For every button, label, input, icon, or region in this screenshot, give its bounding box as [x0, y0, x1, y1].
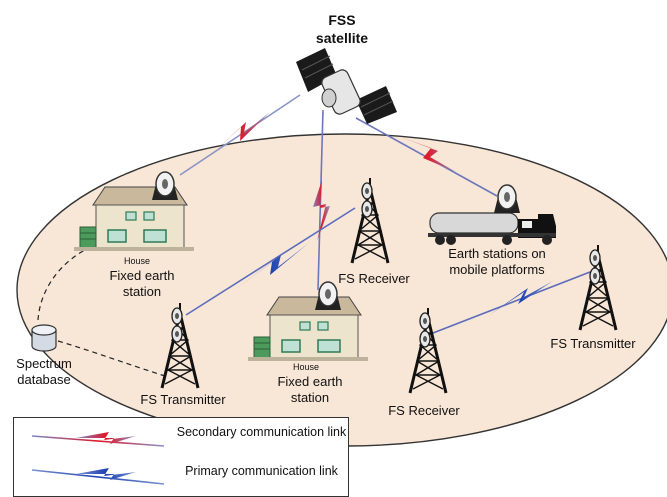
mobile-platform-label: Earth stations on mobile platforms	[448, 246, 546, 277]
spectrum-database-label: Spectrum database	[16, 356, 72, 387]
satellite-icon	[296, 48, 397, 124]
database-links	[37, 244, 166, 377]
primary-link-legend-label: Primary communication link	[185, 464, 338, 478]
fs-transmitter-right-label: FS Transmitter	[550, 336, 636, 351]
fs-transmitter-left-label: FS Transmitter	[140, 392, 226, 407]
spectrum-database-icon	[31, 324, 57, 352]
secondary-bolt-center	[313, 180, 330, 241]
house-1-label: Fixed earth station	[109, 268, 175, 299]
secondary-link-bolts	[211, 112, 456, 241]
primary-link-bolts	[185, 207, 591, 334]
house-2-tag: House	[292, 362, 319, 372]
secondary-link-legend-label: Secondary communication link	[176, 425, 347, 439]
legend: Secondary communication link Primary com…	[13, 417, 349, 497]
secondary-link-legend-icon	[31, 432, 165, 447]
satellite-label: FSS satellite	[315, 12, 369, 46]
house-2-label: Fixed earth station	[277, 374, 343, 405]
house-1-tag: House	[123, 256, 150, 266]
truck-icon	[428, 212, 556, 245]
fs-receiver-top-label: FS Receiver	[338, 271, 410, 286]
primary-link-legend-icon	[31, 468, 165, 485]
fs-receiver-bottom-label: FS Receiver	[388, 403, 460, 418]
secondary-bolt-mobile	[398, 136, 456, 172]
